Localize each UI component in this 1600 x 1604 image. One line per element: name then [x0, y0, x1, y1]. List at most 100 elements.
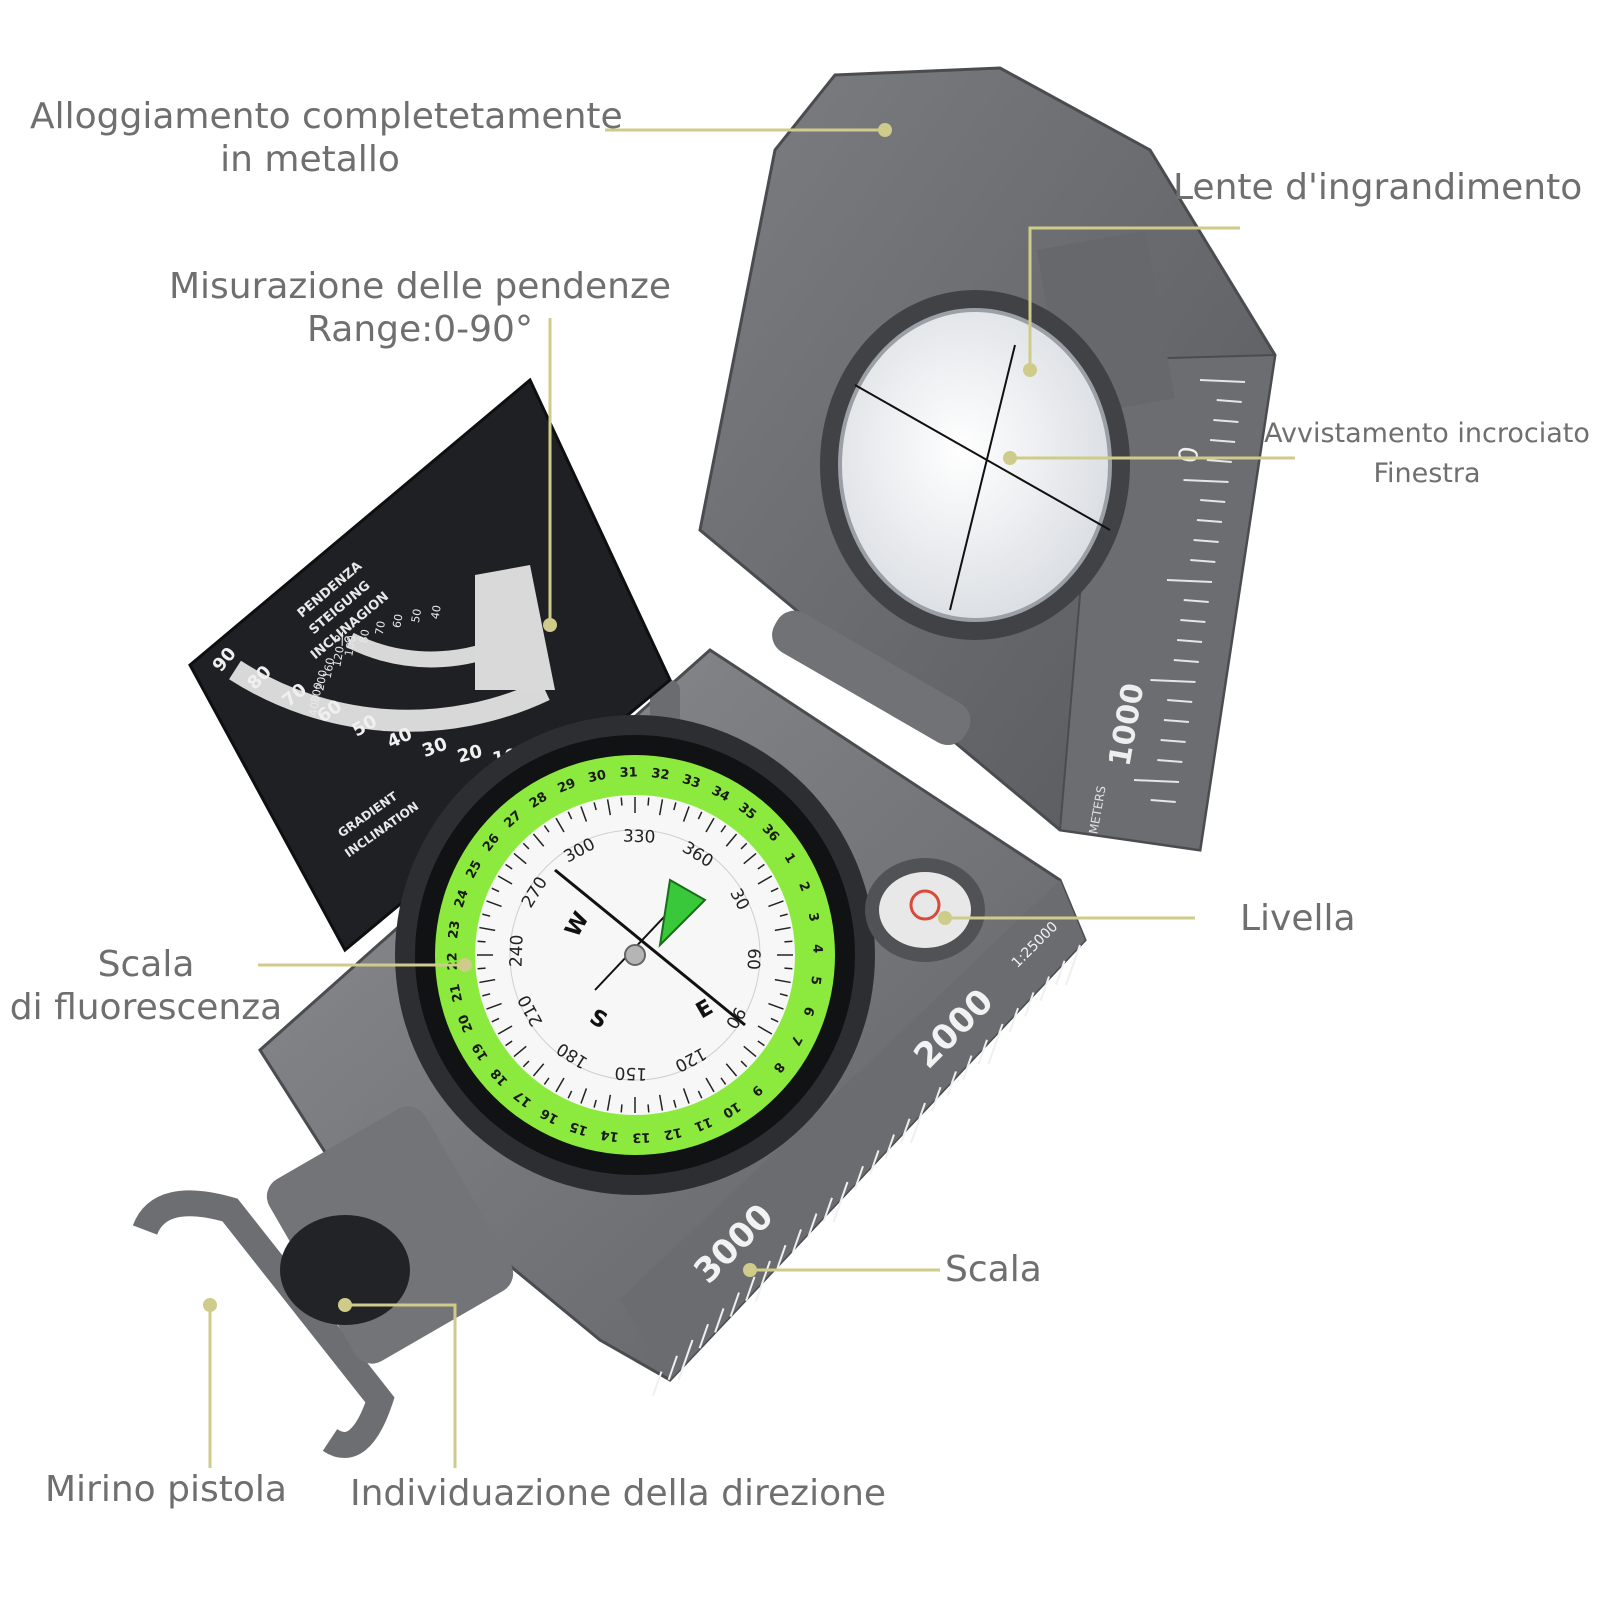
dial-ring-number: 11	[692, 1113, 714, 1134]
dial-tick	[513, 1045, 527, 1058]
dial-tick	[491, 887, 500, 893]
dial-ring-number: 25	[463, 858, 485, 881]
ruler-tick	[946, 1071, 957, 1096]
dial-ring-number: 3	[805, 911, 822, 923]
fluorescent-callout-line1: Scala	[97, 944, 195, 985]
dial-tick	[567, 811, 573, 820]
callout-dot	[938, 911, 952, 925]
dial-ring-number: 29	[556, 776, 578, 797]
bubble-level	[865, 858, 985, 962]
ruler-tick	[1213, 419, 1239, 423]
dial-tick	[768, 900, 784, 908]
ruler-tick	[931, 1086, 942, 1112]
dial-ring-number: 20	[456, 1012, 477, 1034]
ruler-tick	[1173, 659, 1199, 663]
ruler-tick	[884, 1134, 895, 1159]
dial-tick	[606, 1094, 612, 1111]
ruler-tick	[698, 1323, 709, 1349]
ruler-tick	[1200, 499, 1226, 503]
ruler-tick	[987, 1023, 1004, 1065]
ruler-tick	[853, 1165, 864, 1191]
callout-line	[1028, 226, 1240, 370]
ruler-tick	[1065, 944, 1081, 986]
dial-tick	[720, 1077, 727, 1085]
ruler-tick	[677, 1339, 694, 1381]
ruler-tick	[1199, 379, 1246, 383]
dial-tick	[673, 1099, 677, 1108]
dial-ring-number: 21	[448, 982, 466, 1003]
clinometer-percent-label: 160	[321, 657, 337, 680]
dial-ring-number: 5	[807, 975, 823, 986]
clinometer-percent-label: 300	[309, 681, 325, 704]
dial-tick	[768, 1002, 784, 1010]
dial-tick	[740, 842, 748, 850]
dial-tick	[647, 797, 650, 806]
slope-callout-title: Misurazione delle pendenze	[168, 266, 672, 307]
clinometer-percent-label: 50	[409, 608, 424, 624]
dial-tick	[486, 900, 502, 908]
dial-tick	[757, 1040, 765, 1047]
dial-tick	[580, 806, 588, 822]
ruler-tick	[1166, 579, 1213, 583]
dial-tick	[479, 978, 496, 984]
callout-dot	[743, 1263, 757, 1277]
ruler-tick	[1190, 559, 1216, 563]
dial-tick	[543, 825, 550, 833]
fluorescent-callout-line2: di fluorescenza	[9, 987, 283, 1029]
dial-tick	[505, 863, 513, 870]
sight-window-callout-line1: Avvistamento incrociato	[1264, 418, 1590, 449]
dial-ring-number: 24	[452, 888, 472, 910]
dial-tick	[673, 802, 677, 811]
ruler-tick	[1180, 619, 1206, 623]
dial-degree-label: 150	[614, 1062, 647, 1083]
clinometer-percent-label: 70	[373, 620, 388, 636]
scale-callout: Scala	[945, 1249, 1042, 1290]
dial-degree-label: 60	[743, 948, 764, 970]
sight-window-callout-line2: Finestra	[1373, 458, 1481, 490]
callout-lines	[203, 123, 1295, 1468]
dial-ring-number: 14	[600, 1127, 620, 1144]
dial-ring-number: 32	[650, 766, 670, 783]
dial-tick	[743, 852, 757, 865]
ruler-tick	[1167, 699, 1193, 703]
dial-tick	[682, 1088, 690, 1104]
dial-tick	[479, 926, 496, 932]
ruler-tick	[1055, 960, 1066, 986]
dial-tick	[720, 825, 727, 833]
lens-callout: Lente d'ingrandimento	[1173, 167, 1583, 208]
dial-tick	[513, 852, 527, 865]
dial-tick	[593, 802, 597, 811]
callout-dot	[1003, 451, 1017, 465]
callout-dot	[458, 958, 472, 972]
clinometer-percent-label: 120	[330, 645, 346, 668]
dial-ring-number: 31	[619, 765, 638, 781]
ruler-tick	[776, 1244, 787, 1270]
housing-callout-line1: Alloggiamento completetamente	[30, 96, 623, 137]
ruler-tick	[962, 1055, 973, 1080]
dial-tick	[555, 1077, 565, 1093]
direction-callout: Individuazione della direzione	[350, 1473, 887, 1514]
ruler-tick	[1163, 719, 1189, 723]
dial-degree-label: 330	[623, 827, 656, 848]
ruler-tick	[791, 1229, 802, 1254]
dial-tick	[779, 993, 788, 997]
ruler-tick	[1024, 992, 1035, 1017]
callout-dot	[203, 1298, 217, 1312]
dial-tick	[757, 1025, 773, 1035]
clinometer-percent-label: 200	[313, 669, 329, 692]
dial-tick	[779, 913, 788, 917]
clinometer-percent-label: 100	[342, 634, 358, 657]
dial-tick	[725, 1063, 738, 1077]
callout-dot	[1023, 363, 1037, 377]
ruler-tick	[1008, 1007, 1019, 1033]
dial-tick	[682, 806, 690, 822]
dial-ring-number: 13	[632, 1129, 651, 1145]
ruler-tick	[1183, 479, 1229, 483]
dial-ring-number: 4	[809, 944, 824, 954]
ruler-tick	[745, 1276, 756, 1302]
ruler-tick	[1216, 399, 1242, 403]
housing-callout: Alloggiamento completetamente in metallo	[30, 95, 623, 181]
dial-tick	[606, 799, 612, 816]
ruler-tick	[1193, 539, 1219, 543]
